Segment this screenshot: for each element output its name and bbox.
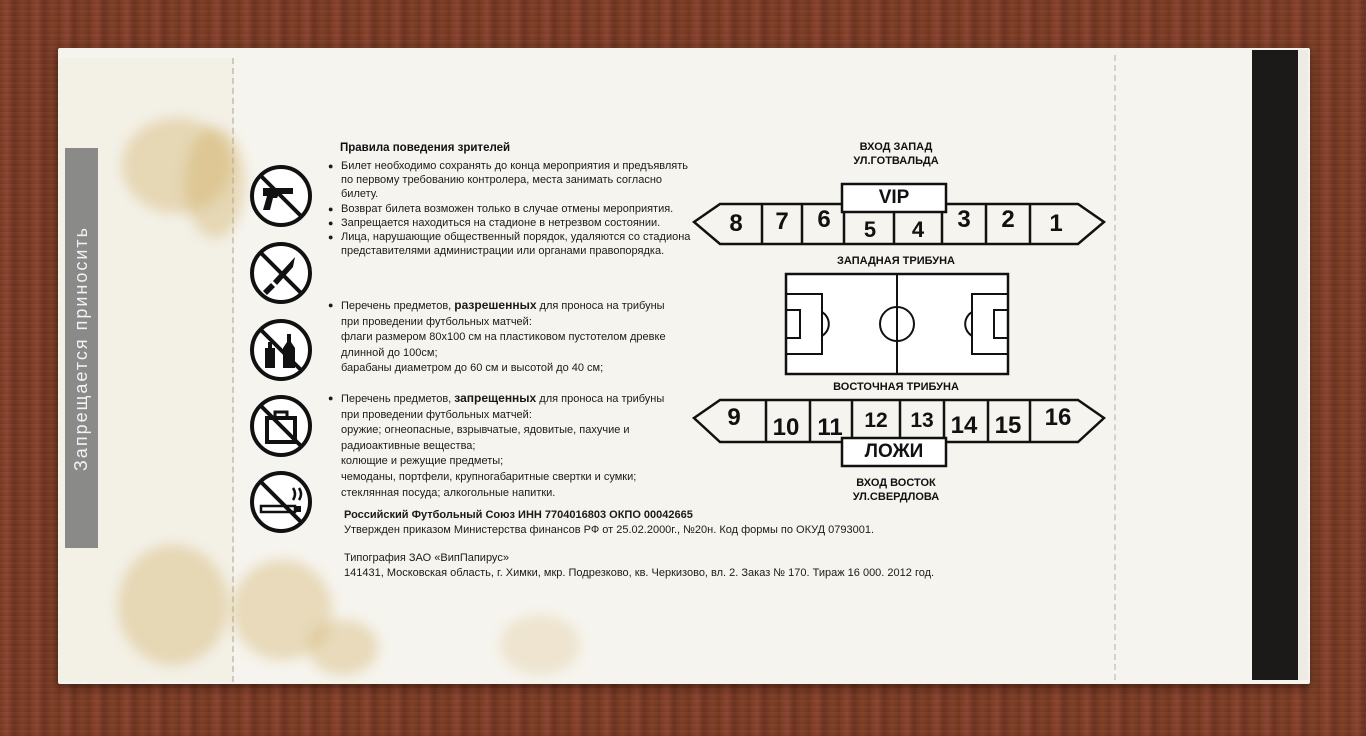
allowed-intro: Перечень предметов, — [341, 300, 455, 312]
rules-title: Правила поведения зрителей — [340, 142, 511, 154]
west-sector: 2 — [1001, 206, 1015, 233]
right-goal-box — [993, 309, 1009, 339]
forbidden-item: чемоданы, портфели, крупногабаритные све… — [341, 470, 637, 483]
printer-address: 141431, Московская область, г. Химки, мк… — [344, 567, 935, 579]
allowed-item: длинной до 100см; — [341, 346, 438, 359]
forbidden-items-label: Запрещается приносить — [71, 225, 91, 471]
east-stand-outline — [692, 398, 1106, 444]
forbidden-subtitle: при проведении футбольных матчей: — [341, 408, 532, 421]
perforation-line — [1114, 55, 1116, 680]
east-entrance-label: ВХОД ВОСТОК УЛ.СВЕРДЛОВА — [826, 476, 966, 504]
issuer-line: Российский Футбольный Союз ИНН 770401680… — [344, 509, 693, 521]
allowed-items-block: Перечень предметов, разрешенных для прон… — [328, 298, 698, 377]
west-sector: 7 — [775, 208, 789, 235]
east-sector: 12 — [864, 409, 888, 432]
west-entrance-label: ВХОД ЗАПАД УЛ.ГОТВАЛЬДА — [826, 140, 966, 168]
east-entrance-line1: ВХОД ВОСТОК — [856, 477, 936, 489]
right-arc — [964, 311, 973, 337]
west-sector-dividers — [760, 204, 1032, 244]
rule-item: Запрещается находиться на стадионе в нет… — [328, 216, 698, 230]
forbidden-item: оружие; огнеопасные, взрывчатые, ядовиты… — [341, 424, 630, 437]
east-sector: 15 — [994, 412, 1022, 439]
west-sector: 5 — [863, 217, 877, 242]
approval-line: Утвержден приказом Министерства финансов… — [344, 524, 875, 536]
stain — [500, 615, 580, 675]
left-goal-box — [785, 309, 801, 339]
ticket-right-edge — [1298, 50, 1308, 680]
west-entrance-line1: ВХОД ЗАПАД — [859, 141, 933, 153]
east-sector-dividers — [764, 400, 1032, 442]
forbidden-item: стеклянная посуда; алкогольные напитки. — [341, 486, 556, 499]
west-sector: 4 — [911, 217, 925, 242]
center-circle — [879, 306, 915, 342]
forbidden-items-strip: Запрещается приносить — [65, 148, 98, 548]
stain — [308, 620, 378, 675]
boxes-box-outline — [840, 436, 948, 468]
stadium-map-svg — [691, 182, 1107, 468]
no-gun-icon — [250, 165, 312, 227]
east-sector: 10 — [772, 414, 800, 441]
no-luggage-icon — [250, 395, 312, 457]
forbidden-keyword: запрещенных — [454, 391, 537, 405]
stain — [122, 118, 232, 213]
magnetic-strip — [1252, 50, 1298, 680]
east-sector: 16 — [1044, 404, 1072, 431]
west-sector: 6 — [817, 206, 831, 233]
stain — [232, 560, 332, 660]
west-sector: 3 — [957, 206, 971, 233]
east-sector: 14 — [950, 412, 978, 439]
allowed-intro-end: для проноса на трибуны — [536, 300, 665, 312]
east-sector: 13 — [910, 409, 934, 432]
vip-label: VIP — [878, 187, 910, 208]
west-stand-outline — [691, 202, 1107, 246]
east-sector: 11 — [817, 414, 843, 441]
printer-line: Типография ЗАО «ВипПапирус» — [344, 552, 509, 564]
no-smoking-icon — [250, 471, 312, 533]
no-knife-icon — [250, 242, 312, 304]
west-entrance-street: УЛ.ГОТВАЛЬДА — [853, 155, 939, 167]
forbidden-item: радиоактивные вещества; — [341, 439, 476, 452]
forbidden-items-block: Перечень предметов, запрещенных для прон… — [328, 391, 698, 501]
stain — [118, 545, 228, 665]
allowed-item: барабаны диаметром до 60 см и высотой до… — [341, 362, 604, 375]
rules-list: Билет необходимо сохранять до конца меро… — [328, 159, 698, 258]
forbidden-intro-end: для проноса на трибуны — [536, 393, 665, 405]
left-arc — [821, 311, 830, 337]
allowed-item: флаги размером 80х100 см на пластиковом … — [341, 331, 666, 344]
forbidden-item: колющие и режущие предметы; — [341, 455, 504, 468]
east-entrance-street: УЛ.СВЕРДЛОВА — [852, 491, 940, 503]
east-sector: 9 — [727, 404, 741, 431]
rule-item: Возврат билета возможен только в случае … — [328, 202, 698, 216]
stain — [185, 128, 245, 238]
west-sector: 1 — [1049, 210, 1063, 237]
boxes-label: ЛОЖИ — [864, 441, 924, 462]
west-sector: 8 — [729, 210, 743, 237]
allowed-keyword: разрешенных — [454, 298, 537, 312]
east-stand-label: ВОСТОЧНАЯ ТРИБУНА — [833, 381, 959, 393]
forbidden-intro: Перечень предметов, — [341, 393, 455, 405]
allowed-subtitle: при проведении футбольных матчей: — [341, 315, 532, 328]
rule-item: Билет необходимо сохранять до конца меро… — [328, 159, 698, 202]
stadium-map: ВХОД ЗАПАД УЛ.ГОТВАЛЬДА VIP 8 7 6 5 4 3 … — [686, 132, 1110, 510]
rule-item: Лица, нарушающие общественный порядок, у… — [328, 230, 698, 258]
west-stand-label: ЗАПАДНАЯ ТРИБУНА — [837, 255, 955, 267]
no-bottles-icon — [250, 319, 312, 381]
